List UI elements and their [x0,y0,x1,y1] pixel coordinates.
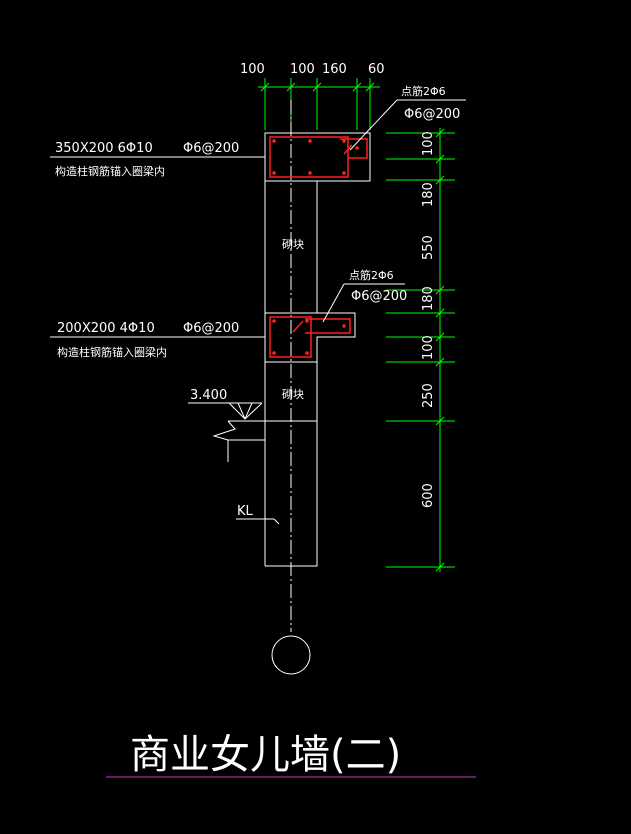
axis-bubble [271,635,311,675]
wall-label-upper: 砌块 [282,238,304,251]
top-dimension-chain: 100 100 160 60 [240,62,385,130]
right-dim-4: 180 [421,286,436,311]
right-dim-2: 180 [421,182,436,207]
top-dim-4: 60 [368,62,385,77]
rebar-lower [269,316,351,358]
wall-outline [212,132,371,567]
rebar-upper [269,136,368,178]
top-dim-1: 100 [240,62,265,77]
right-dimension-chain: 100 180 550 180 100 250 600 [386,128,455,572]
lower-callout-line2: Φ6@200 [351,289,407,304]
elevation-value: 3.400 [190,388,227,403]
lower-beam-annotation: 200X200 4Φ10 Φ6@200 构造柱钢筋锚入圈梁内 [50,321,265,359]
top-dim-2: 100 [290,62,315,77]
lower-callout-line1: 点筋2Φ6 [349,268,394,282]
right-dim-7: 600 [421,483,436,508]
upper-beam-size-label: 350X200 6Φ10 [55,141,153,156]
lower-beam-size-label: 200X200 4Φ10 [57,321,155,336]
upper-callout-line1: 点筋2Φ6 [401,84,446,98]
elevation-marker: 3.400 [188,388,263,420]
upper-beam-annotation: 350X200 6Φ10 Φ6@200 构造柱钢筋锚入圈梁内 [50,141,265,178]
lower-beam-note: 构造柱钢筋锚入圈梁内 [57,345,167,359]
top-dim-3: 160 [322,62,347,77]
beam-tag-label: KL [237,504,254,519]
upper-beam-stirrup-label: Φ6@200 [183,141,239,156]
drawing-title: 商业女儿墙(二) [130,732,401,778]
lower-rebar-callout: 点筋2Φ6 Φ6@200 [322,268,407,323]
upper-callout-line2: Φ6@200 [404,107,460,122]
beam-tag: KL [236,504,280,525]
right-dim-1: 100 [421,131,436,156]
right-dim-6: 250 [421,383,436,408]
right-dim-3: 550 [421,235,436,260]
wall-label-lower: 砌块 [282,388,304,401]
right-dim-5: 100 [421,335,436,360]
upper-rebar-callout: 点筋2Φ6 Φ6@200 [349,84,466,151]
upper-beam-note: 构造柱钢筋锚入圈梁内 [55,164,165,178]
lower-beam-stirrup-label: Φ6@200 [183,321,239,336]
